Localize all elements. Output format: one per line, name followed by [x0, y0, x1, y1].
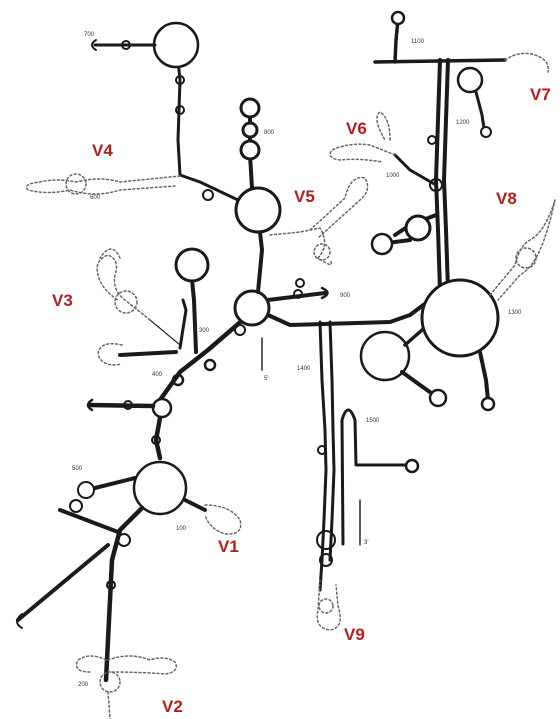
- hairpin-loop-800: [239, 97, 261, 119]
- region-label-v2: V2: [162, 697, 183, 716]
- helix-100: [183, 498, 207, 512]
- v2-variable-region: [75, 655, 177, 719]
- position-label-600: 600: [90, 195, 101, 201]
- v4-v5-region: [25, 21, 369, 266]
- helix-diag-b: [16, 543, 110, 622]
- junction-loop: [151, 397, 173, 419]
- hairpin-loop: [404, 458, 420, 474]
- five-prime-domain: [16, 309, 263, 683]
- hairpin-loop-700: [152, 21, 200, 69]
- region-label-v4: V4: [92, 141, 113, 160]
- three-prime-minor-domain: [316, 320, 420, 631]
- position-labels: 100 200 300 400 500 600 700 800 900 1000…: [72, 32, 522, 688]
- helix-1100-1300: [434, 58, 442, 292]
- hairpin-loop: [69, 499, 83, 513]
- position-label-500: 500: [72, 466, 83, 472]
- hairpin-loop: [16, 613, 23, 629]
- multibranch-loop-1300: [420, 278, 500, 358]
- v8-variable-loop: [489, 199, 556, 301]
- region-label-v9: V9: [344, 625, 365, 644]
- v6-variable-loop: [329, 111, 396, 163]
- region-label-v8: V8: [496, 189, 517, 208]
- v9-variable-loop: [316, 579, 341, 631]
- central-stem: [157, 309, 255, 403]
- position-label-900: 900: [340, 293, 351, 299]
- helix-inner: [178, 298, 188, 350]
- region-label-v1: V1: [218, 537, 239, 556]
- hairpin-loop: [428, 388, 448, 408]
- multibranch-loop: [359, 330, 411, 382]
- helix-500: [190, 278, 198, 354]
- v5-multibranch-loop: [234, 186, 282, 234]
- position-label-1300: 1300: [508, 310, 522, 316]
- central-loop: [233, 289, 271, 327]
- long-range-helix: [266, 298, 432, 327]
- v3-variable-loop: [96, 248, 151, 321]
- position-label-1200: 1200: [456, 120, 470, 126]
- region-label-v5: V5: [294, 187, 315, 206]
- internal-loop: [123, 400, 133, 410]
- v7-variable-loop: [504, 52, 549, 73]
- position-label-200: 200: [78, 682, 89, 688]
- helix-900: [266, 291, 327, 302]
- position-label-700: 700: [84, 32, 95, 38]
- hairpin-loop: [77, 481, 95, 499]
- internal-loop: [203, 358, 217, 372]
- v5-variable-loop: [269, 227, 333, 266]
- position-label-800: 800: [264, 130, 275, 136]
- v4-variable-loop: [25, 175, 181, 195]
- v3-side-loop: [97, 342, 123, 366]
- position-label-1000: 1000: [386, 173, 400, 179]
- helix-1500: [340, 408, 412, 546]
- internal-loop: [117, 533, 131, 547]
- internal-loop: [106, 580, 116, 590]
- position-label-300: 300: [199, 328, 210, 334]
- central-junction: [233, 230, 432, 336]
- helix-diag-a: [58, 508, 120, 534]
- position-label-1100: 1100: [411, 39, 425, 45]
- hairpin-loop: [320, 286, 329, 300]
- position-label-1500: 1500: [366, 418, 380, 424]
- helix-400: [87, 402, 156, 409]
- hairpin-loop: [370, 232, 394, 256]
- v3-region: [96, 247, 210, 366]
- position-label-1400: 1400: [297, 366, 311, 372]
- helix-left: [93, 476, 137, 490]
- hairpin-loop: [86, 398, 94, 412]
- helix-v5: [256, 230, 264, 294]
- region-label-v7: V7: [530, 85, 551, 104]
- five-prime-label: 5': [264, 376, 268, 382]
- multibranch-loop: [132, 460, 188, 516]
- helix-v4: [176, 58, 240, 202]
- hairpin-loop: [480, 396, 496, 412]
- hairpin-loop: [390, 10, 406, 26]
- three-prime-label: 3': [364, 540, 368, 546]
- helix-side: [118, 350, 178, 357]
- variable-region-labels: V1 V2 V3 V4 V5 V6 V7 V8 V9: [52, 85, 551, 716]
- hairpin-loop: [174, 247, 210, 283]
- helix-1400: [318, 320, 328, 592]
- three-prime-major-domain: [329, 10, 556, 412]
- position-label-400: 400: [152, 372, 163, 378]
- region-label-v3: V3: [52, 291, 73, 310]
- internal-loop: [171, 373, 185, 387]
- position-label-100: 100: [176, 526, 187, 532]
- internal-loop: [151, 435, 161, 445]
- region-label-v6: V6: [346, 119, 367, 138]
- helix-down: [153, 415, 163, 461]
- v1-variable-loop: [204, 504, 242, 535]
